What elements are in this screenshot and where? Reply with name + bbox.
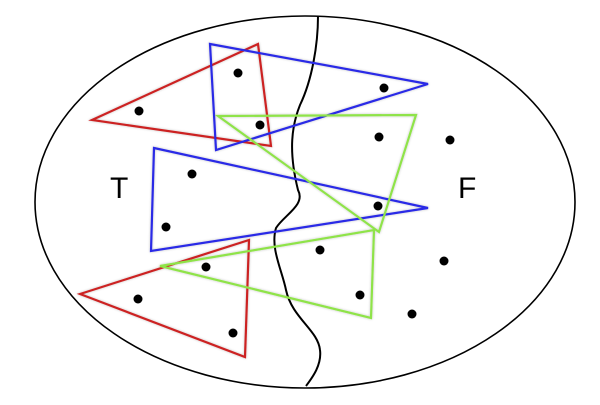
point <box>134 106 144 116</box>
point <box>445 135 455 145</box>
point <box>201 262 211 272</box>
point <box>373 201 383 211</box>
red-triangle-bottom <box>76 238 251 359</box>
point <box>255 120 265 130</box>
boundary-curve <box>273 15 322 387</box>
point <box>439 256 449 266</box>
point <box>228 328 238 338</box>
point <box>355 290 365 300</box>
data-points <box>133 68 455 338</box>
point <box>233 68 243 78</box>
point <box>133 294 143 304</box>
point <box>187 169 197 179</box>
universe-ellipse <box>34 15 576 389</box>
region-label-f: F <box>458 172 476 205</box>
red-triangle-top <box>88 42 273 148</box>
green-triangle-top <box>214 113 418 234</box>
point <box>315 245 325 255</box>
point <box>374 132 384 142</box>
blue-triangle-middle <box>149 146 429 253</box>
green-triangle-bottom <box>159 228 376 320</box>
blue-triangle-top <box>208 42 429 152</box>
region-label-t: T <box>110 172 128 205</box>
point <box>161 222 171 232</box>
point <box>379 83 389 93</box>
point <box>407 309 417 319</box>
